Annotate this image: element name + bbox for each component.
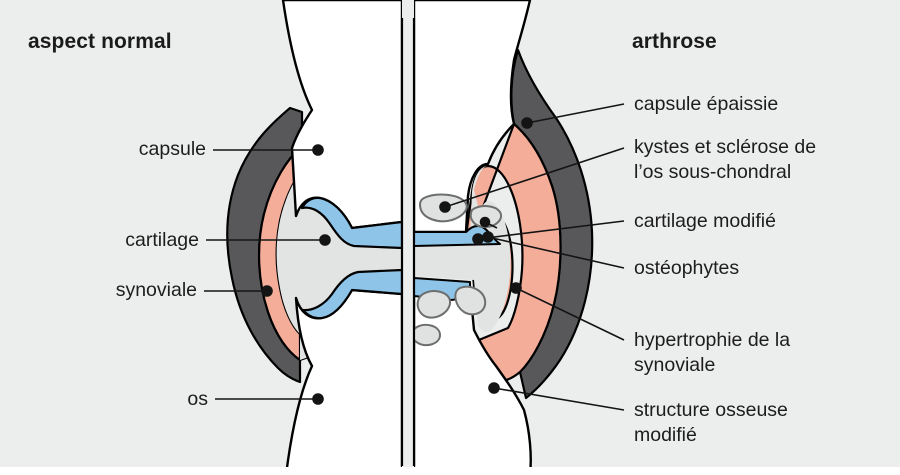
leader-kystes-sclerose: [439, 147, 625, 213]
label-capsule-epaissie: capsule épaissie: [634, 93, 779, 115]
label-capsule: capsule: [138, 138, 206, 160]
arthrosis-lower-bone-shape: [414, 282, 532, 475]
bottom-white-strip: [0, 467, 900, 475]
leader-cyst-pointer: [479, 216, 498, 229]
leader-osteophytes: [482, 231, 625, 269]
upper-cartilage-shape: [300, 196, 402, 250]
leader-os: [215, 393, 324, 405]
left-leader-lines: [204, 144, 331, 405]
leader-synoviale: [204, 285, 273, 297]
lower-bone-shape: [284, 288, 402, 475]
cyst-lower-1: [416, 290, 452, 319]
label-osteophytes: ostéophytes: [634, 257, 740, 279]
arthrosis-upper-bone-shape: [414, 0, 532, 234]
normal-joint-illustration: [226, 0, 402, 475]
right-leader-lines: [439, 103, 625, 411]
lower-cartilage-shape: [301, 268, 402, 320]
label-os: os: [187, 388, 208, 410]
leader-capsule: [213, 144, 324, 156]
leader-hypertrophie-synoviale: [510, 282, 625, 341]
arthrosis-joint-illustration: [414, 0, 594, 475]
cyst-upper-2: [469, 205, 502, 229]
subchondral-cysts: [414, 193, 502, 347]
panel-title-normal: aspect normal: [28, 30, 172, 53]
leader-structure-osseuse: [488, 382, 625, 411]
label-hypertrophie-synoviale: hypertrophie de la synoviale: [634, 329, 791, 376]
label-kystes-sclerose: kystes et sclérose de l’os sous-chondral: [634, 136, 817, 183]
label-cartilage: cartilage: [125, 229, 199, 251]
panel-divider: [400, 18, 416, 466]
label-synoviale: synoviale: [115, 279, 197, 301]
label-cartilage-modifie: cartilage modifié: [634, 210, 776, 232]
leader-capsule-epaissie: [521, 103, 625, 129]
leader-cartilage: [206, 234, 331, 246]
cyst-lower-2: [454, 285, 487, 316]
label-structure-osseuse: structure osseuse modifié: [634, 399, 788, 446]
cyst-lower-3: [414, 323, 442, 347]
panel-title-arthrose: arthrose: [632, 30, 717, 53]
